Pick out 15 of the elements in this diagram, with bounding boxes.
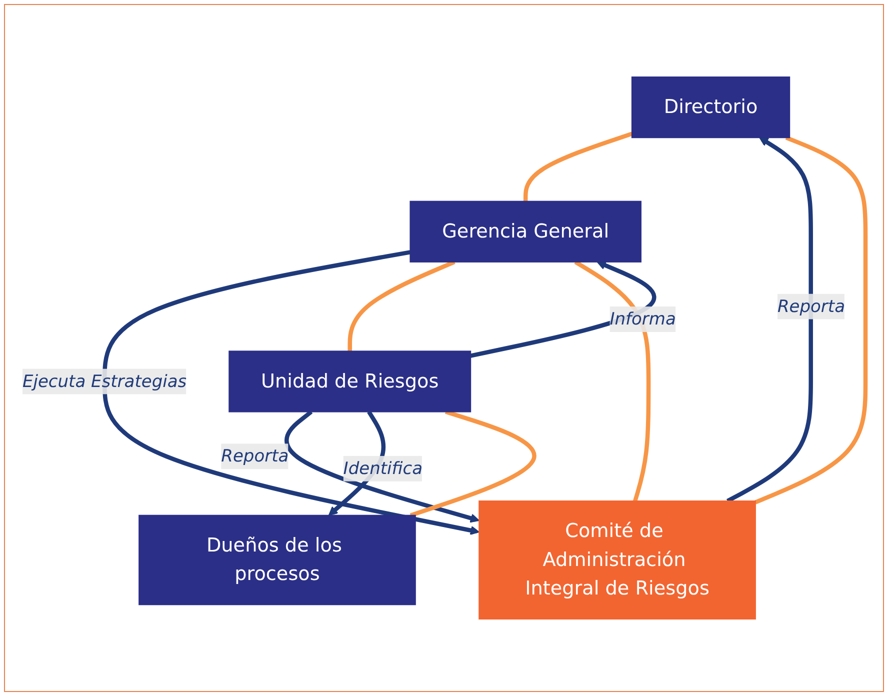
node-box: Comité de Administración Integral de Riesgos: [478, 500, 756, 620]
edge-label: Reporta: [221, 446, 289, 466]
connector: [574, 260, 651, 502]
arrow: [102, 250, 480, 535]
connector: [523, 132, 633, 202]
arrow: [726, 137, 813, 503]
connector: [754, 136, 868, 504]
node-box: Unidad de Riesgos: [228, 350, 472, 412]
edge-label: Informa: [610, 308, 676, 329]
node-box: Gerencia General: [410, 200, 642, 262]
edge-label: Reporta: [777, 296, 846, 316]
node-box: Dueños de los procesos: [138, 514, 416, 606]
edge-label: Ejecuta Estrategias: [22, 370, 187, 392]
edge-label: Identifica: [343, 458, 422, 478]
node-box: Directorio: [631, 76, 790, 138]
